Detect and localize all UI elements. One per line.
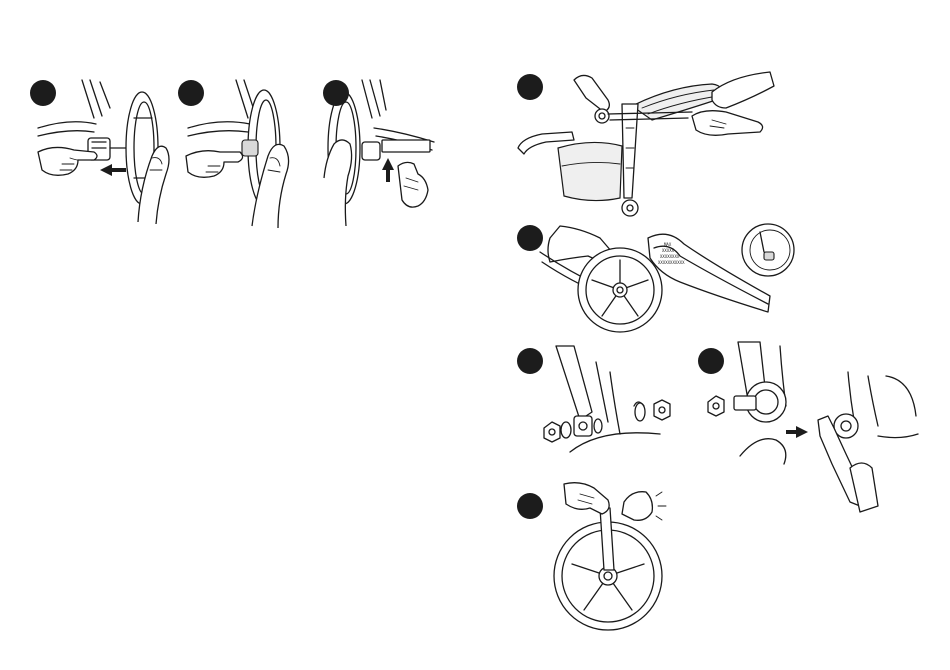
step-4-illustration [530, 342, 680, 462]
step-1a-number-badge [30, 80, 56, 106]
svg-text:XXXXXXXXXXX: XXXXXXXXXXX [658, 260, 685, 265]
step-6-illustration [550, 478, 670, 634]
step-3-illustration: MAX XXXXX XXXXXXXX XXXXXXXXXXX [520, 222, 820, 337]
hex-nut-left-icon [544, 422, 560, 442]
spring-washer-icon [634, 402, 645, 421]
step-1b-number-badge [178, 80, 204, 106]
svg-text:XXXXXXXX: XXXXXXXX [660, 254, 680, 259]
arrow-up-icon [382, 158, 394, 182]
hex-nut-icon [708, 396, 724, 416]
step-4-number-badge [517, 348, 543, 374]
svg-text:MAX: MAX [664, 242, 672, 247]
step-5-illustration [700, 336, 925, 516]
step-1c-number-badge [323, 80, 349, 106]
hex-nut-right-icon [654, 400, 670, 420]
step-2-number-badge [517, 74, 543, 100]
step-3-number-badge [517, 225, 543, 251]
step-2-illustration [512, 68, 782, 220]
step-6-number-badge [517, 493, 543, 519]
arrow-right-icon [786, 426, 808, 438]
step-5-number-badge [698, 348, 724, 374]
svg-text:XXXXX: XXXXX [662, 248, 675, 253]
arrow-left-icon [100, 164, 126, 176]
